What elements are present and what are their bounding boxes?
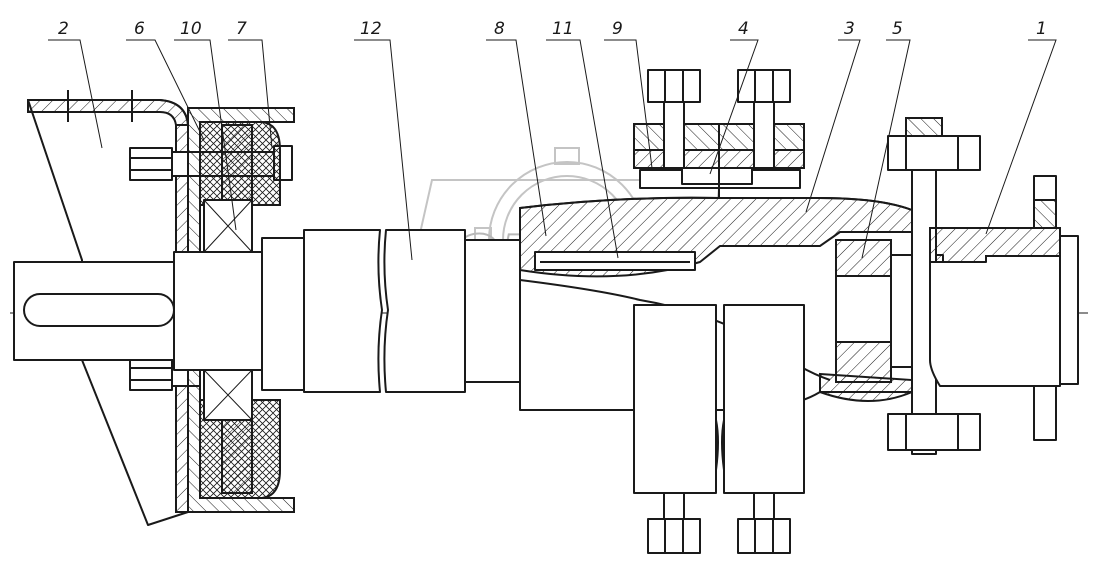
clamp-bolt-bottom-right xyxy=(737,492,791,554)
callout-4: 4 xyxy=(738,19,749,39)
callout-11: 11 xyxy=(552,19,574,39)
clamp-block-bottom xyxy=(633,304,805,494)
flange-plate xyxy=(887,117,981,455)
output-flange xyxy=(929,175,1079,441)
bearing-top xyxy=(203,199,253,253)
callout-8: 8 xyxy=(494,19,505,39)
clamp-bolt-bottom-left xyxy=(647,492,701,554)
callout-10: 10 xyxy=(180,19,202,39)
callout-1: 1 xyxy=(1036,19,1047,39)
drive-shaft xyxy=(303,229,521,393)
callout-2: 2 xyxy=(58,19,69,39)
callout-3: 3 xyxy=(844,19,855,39)
bearing-bottom xyxy=(203,369,253,421)
callout-labels: 2 6 10 7 12 8 11 9 4 3 5 1 xyxy=(58,19,1047,39)
callout-7: 7 xyxy=(236,19,247,39)
coupling-housing xyxy=(187,107,295,513)
callout-5: 5 xyxy=(892,19,903,39)
input-shaft xyxy=(13,237,305,391)
callout-6: 6 xyxy=(134,19,145,39)
clamp-bolt-top-right xyxy=(737,69,791,169)
clamp-block-top xyxy=(633,123,805,198)
leader-lines xyxy=(48,39,1057,261)
clamp-bolt-top-left xyxy=(647,69,701,169)
callout-9: 9 xyxy=(612,19,623,39)
callout-12: 12 xyxy=(360,19,382,39)
shaft-key xyxy=(534,251,696,271)
